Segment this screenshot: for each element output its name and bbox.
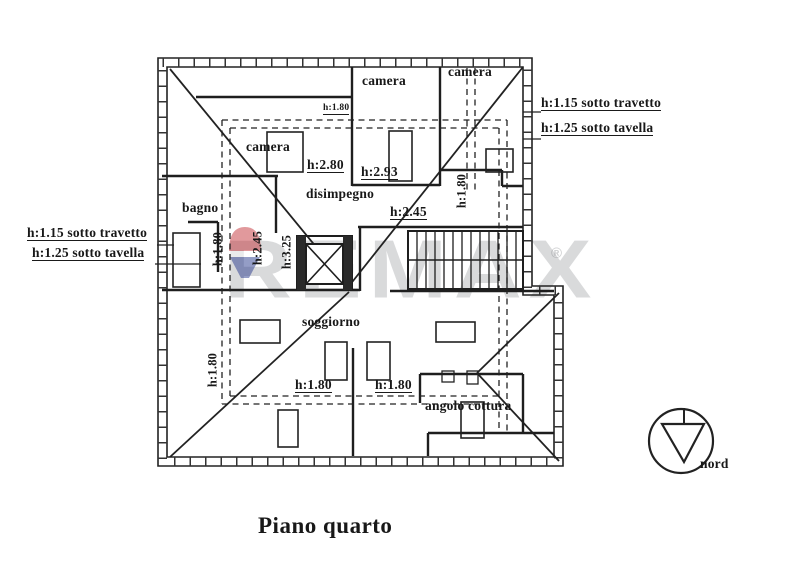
kitchen-hob [466,370,479,385]
room-label-disimpegno: disimpegno [306,186,375,201]
annotation-right-tavella: h:1.25 sotto tavella [541,120,654,137]
furniture-kitchen [460,401,485,439]
furniture-soggiorno-3 [366,341,391,381]
furniture-soggiorno-1 [239,319,281,344]
elevator-wall-left [297,236,306,290]
height-label-ridge: h:1.80 [323,103,350,115]
north-arrow [647,407,715,475]
balloon-top [229,227,261,251]
annotation-leader-lines [155,111,541,265]
room-label-camera-top: camera [362,73,406,88]
room-label-camera-left: camera [246,139,290,154]
outer-wall-line [157,57,564,467]
room-label-angolo-cottura: angolo cottura [425,398,512,413]
wall-kitchen [418,372,554,456]
height-label-180-sogg-1: h:1.80 [295,377,332,394]
hip-top-right [348,66,524,287]
stairs [407,230,524,290]
hip-ext-bottom [476,372,560,462]
north-triangle-icon [660,422,706,465]
furniture-soggiorno-4 [435,321,476,343]
hip-bottom-left [169,291,350,458]
height-label-180-sogg-left: h:1.80 [205,352,220,388]
fixture-bagno [172,232,201,288]
annotation-left-tavella: h:1.25 sotto tavella [32,245,145,262]
room-label-camera-right: camera [448,64,492,79]
height-label-245-stairs: h:2.45 [390,204,427,221]
interior-walls [162,67,554,456]
height-label-293: h:2.93 [361,164,398,181]
north-label: nord [700,456,729,471]
registered-mark-icon: ® [551,245,563,262]
page-title: Piano quarto [258,513,393,538]
height-label-245-lift: h:2.45 [250,230,265,266]
balloon-band [229,251,261,257]
furniture-soggiorno-2 [324,341,348,381]
annotation-right-travetto: h:1.15 sotto travetto [541,95,662,112]
furniture-camera-mid [388,130,413,182]
height-180-dashed-lines [221,68,508,432]
balloon-bottom [230,257,260,278]
north-circle [647,407,715,475]
furniture-soggiorno-5 [277,409,299,448]
furniture [172,130,514,448]
height-label-325-lift: h:3.25 [279,234,294,270]
room-label-soggiorno: soggiorno [302,314,361,329]
furniture-camera-left [266,131,304,173]
height-label-180-sogg-2: h:1.80 [375,377,412,394]
height-label-180-camera-right: h:1.80 [454,173,469,209]
height-label-280: h:2.80 [307,157,344,174]
furniture-camera-right [485,148,514,173]
room-label-bagno: bagno [182,200,219,215]
wall-bagno-box [188,220,220,272]
elevator [296,235,353,291]
elevator-cross [305,243,344,285]
elevator-wall-right [343,236,352,290]
kitchen-sink [441,370,455,383]
annotation-left-travetto: h:1.15 sotto travetto [27,225,148,242]
height-label-180-bagno: h:1.80 [210,231,225,267]
hip-ext-top [476,292,560,374]
